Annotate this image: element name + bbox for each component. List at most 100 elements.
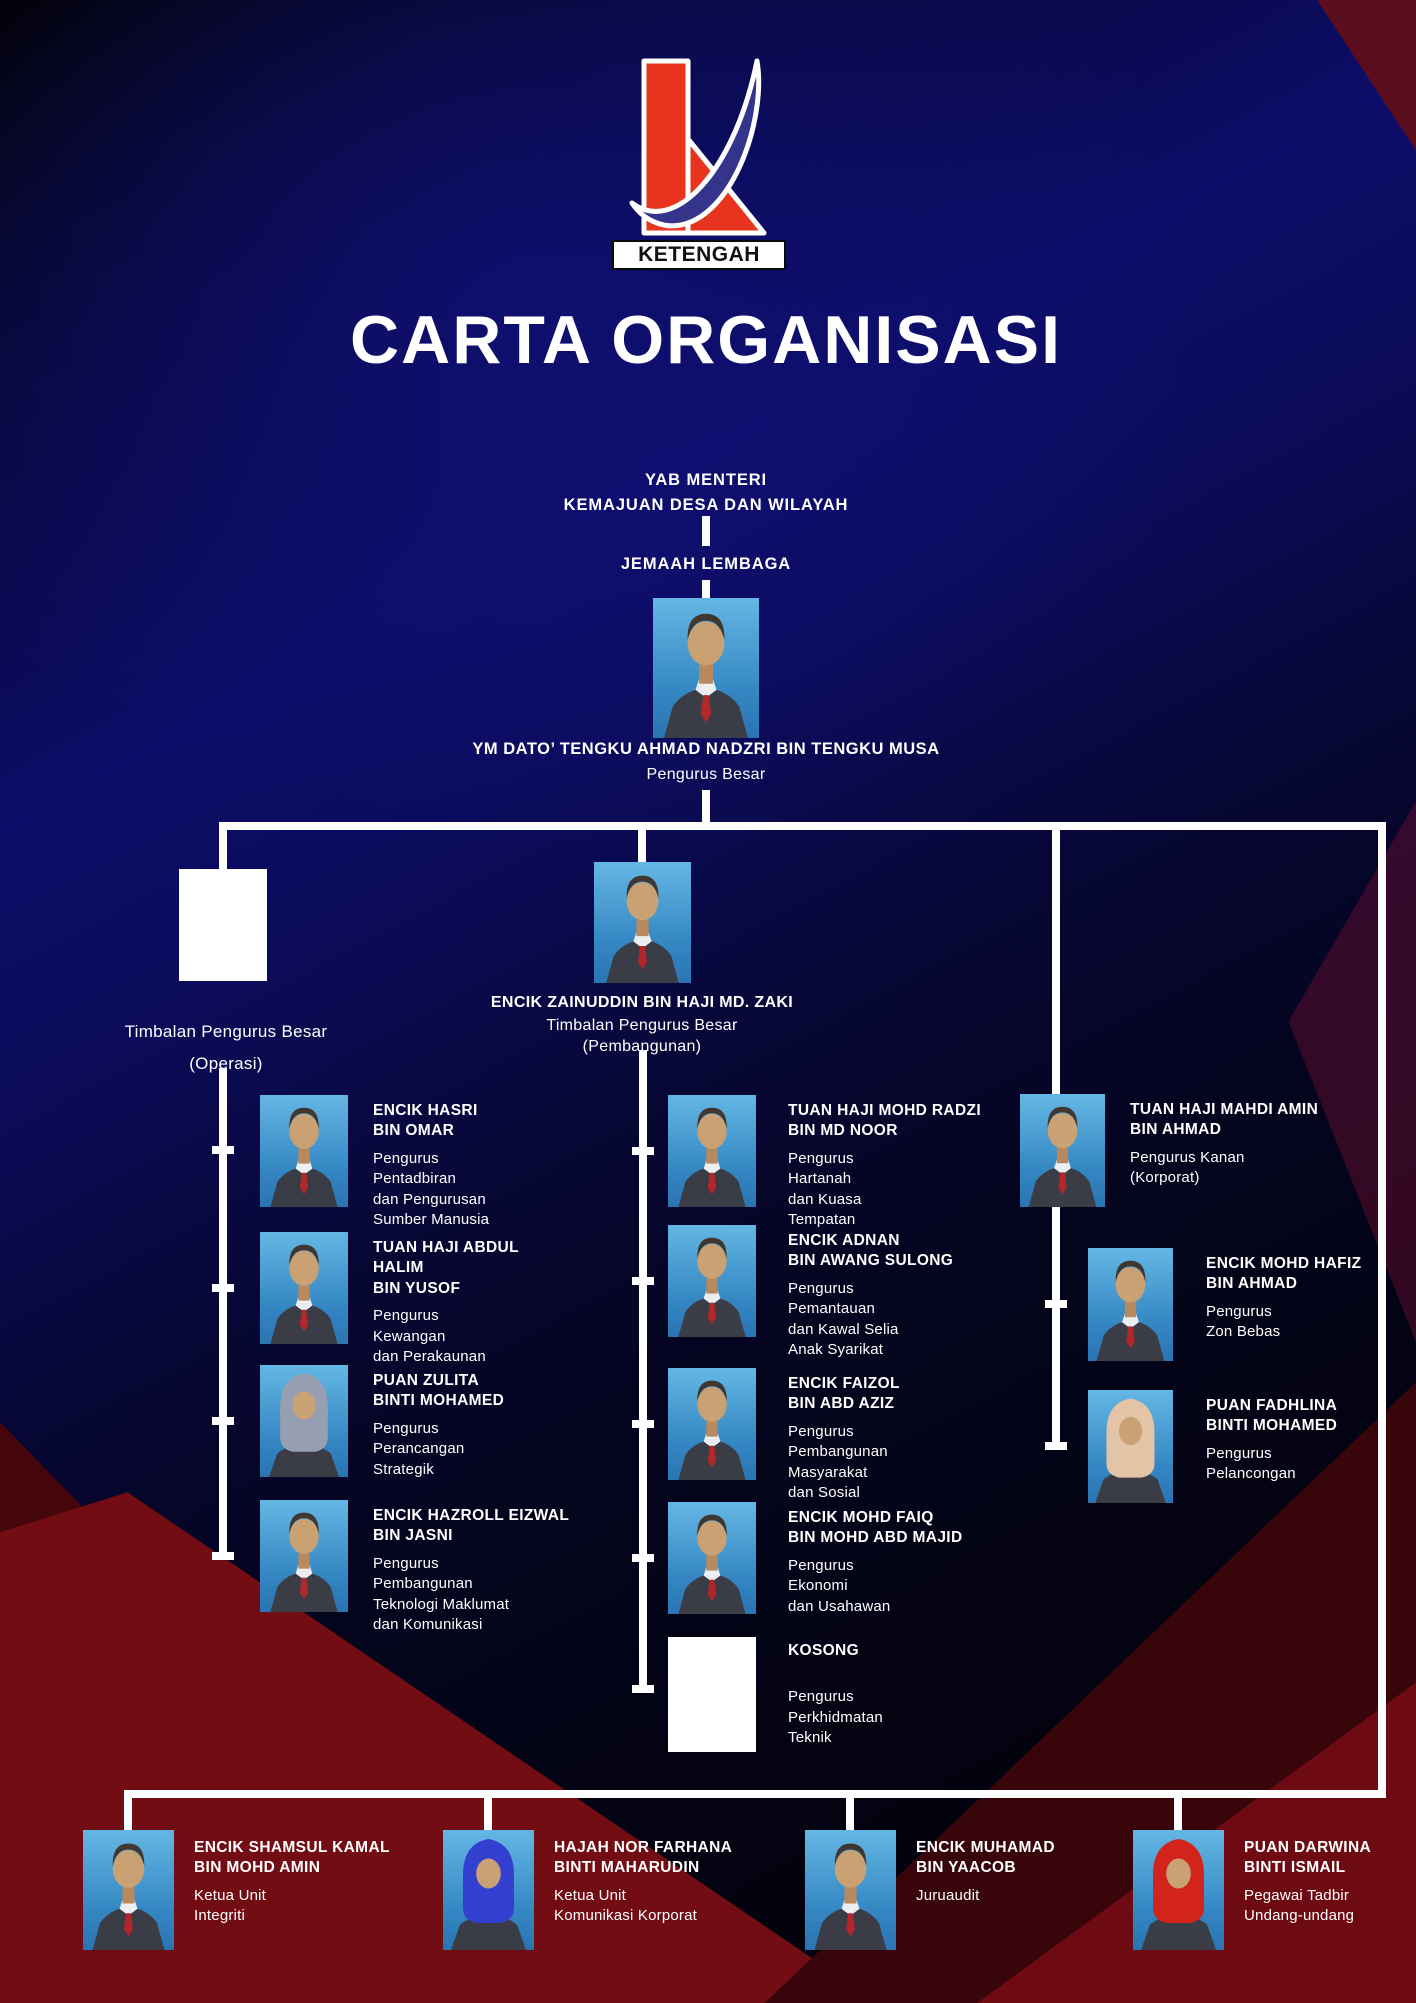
member-role: Pengurus Pembangunan Teknologi Maklumat …	[373, 1554, 510, 1634]
member-role: Pengurus Pelancongan	[1206, 1444, 1296, 1483]
member-card: ENCIK MOHD FAIQ BIN MOHD ABD MAJID Pengu…	[788, 1508, 988, 1617]
member-photo	[805, 1830, 896, 1950]
connector-line	[702, 516, 710, 546]
dgm-pembangunan-role: Timbalan Pengurus Besar (Pembangunan)	[546, 1017, 738, 1056]
member-photo	[260, 1500, 348, 1612]
pembangunan-spine-line	[639, 1050, 647, 1693]
connector-line	[1378, 822, 1386, 1798]
connector-tick	[632, 1554, 654, 1562]
member-role: Pegawai Tadbir Undang-undang	[1244, 1886, 1355, 1925]
dgm-operasi-role: Timbalan Pengurus Besar (Operasi)	[124, 1022, 328, 1074]
korporat-head-photo	[1020, 1094, 1105, 1207]
connector-line	[638, 822, 646, 862]
connector-tick	[212, 1417, 234, 1425]
member-role: Pengurus Kanan (Korporat)	[1130, 1148, 1245, 1187]
member-card: ENCIK HAZROLL EIZWAL BIN JASNI Pengurus …	[373, 1506, 573, 1635]
member-name: ENCIK ADNAN BIN AWANG SULONG	[788, 1232, 954, 1270]
connector-tick	[1045, 1300, 1067, 1308]
connector-tick	[632, 1420, 654, 1428]
member-photo	[668, 1368, 756, 1480]
connector-tick	[632, 1277, 654, 1285]
minister-label: YAB MENTERI KEMAJUAN DESA DAN WILAYAH	[563, 471, 849, 514]
member-role: Ketua Unit Integriti	[194, 1886, 267, 1925]
member-card: ENCIK FAIZOL BIN ABD AZIZ Pengurus Pemba…	[788, 1374, 988, 1503]
branch-horizontal-line	[219, 822, 1386, 830]
dgm-pembangunan-photo	[594, 862, 691, 983]
member-role: Juruaudit	[916, 1886, 980, 1904]
member-name: KOSONG	[788, 1642, 859, 1659]
member-photo	[1088, 1390, 1173, 1503]
member-card: ENCIK ADNAN BIN AWANG SULONG Pengurus Pe…	[788, 1231, 988, 1360]
connector-tick	[212, 1552, 234, 1560]
member-role: Pengurus Perkhidmatan Teknik	[788, 1688, 883, 1747]
member-photo	[668, 1225, 756, 1337]
units-horizontal-line	[124, 1790, 1386, 1798]
member-name: ENCIK MUHAMAD BIN YAACOB	[916, 1839, 1055, 1877]
operasi-spine-line	[219, 1068, 227, 1560]
connector-tick	[1045, 1442, 1067, 1450]
connector-line	[702, 790, 710, 824]
member-card: ENCIK SHAMSUL KAMAL BIN MOHD AMIN Ketua …	[194, 1838, 424, 1927]
member-photo	[1133, 1830, 1224, 1950]
gm-card: YM DATO’ TENGKU AHMAD NADZRI BIN TENGKU …	[356, 740, 1056, 785]
connector-line	[702, 580, 710, 598]
dgm-pembangunan-name: ENCIK ZAINUDDIN BIN HAJI MD. ZAKI	[490, 994, 794, 1011]
member-photo	[260, 1095, 348, 1207]
gm-role: Pengurus Besar	[646, 766, 766, 783]
member-name: PUAN DARWINA BINTI ISMAIL	[1244, 1839, 1372, 1877]
member-name: ENCIK HAZROLL EIZWAL BIN JASNI	[373, 1507, 570, 1545]
connector-tick	[212, 1146, 234, 1154]
gm-photo	[653, 598, 759, 738]
member-card: ENCIK MOHD HAFIZ BIN AHMAD Pengurus Zon …	[1206, 1254, 1386, 1343]
connector-line	[484, 1790, 492, 1830]
member-role: Pengurus Perancangan Strategik	[373, 1419, 465, 1478]
member-role: Pengurus Hartanah dan Kuasa Tempatan	[788, 1149, 862, 1229]
member-photo	[1088, 1248, 1173, 1361]
member-card: ENCIK MUHAMAD BIN YAACOB Juruaudit	[916, 1838, 1136, 1906]
member-role: Ketua Unit Komunikasi Korporat	[554, 1886, 698, 1925]
member-card: TUAN HAJI ABDUL HALIM BIN YUSOF Pengurus…	[373, 1238, 573, 1368]
connector-line	[846, 1790, 854, 1830]
member-name: PUAN FADHLINA BINTI MOHAMED	[1206, 1397, 1338, 1435]
member-name: TUAN HAJI ABDUL HALIM BIN YUSOF	[373, 1239, 519, 1297]
member-name: ENCIK MOHD FAIQ BIN MOHD ABD MAJID	[788, 1509, 963, 1547]
connector-tick	[632, 1147, 654, 1155]
member-name: TUAN HAJI MAHDI AMIN BIN AHMAD	[1130, 1101, 1319, 1139]
member-role: Pengurus Pemantauan dan Kawal Selia Anak…	[788, 1279, 899, 1359]
korporat-head-card: TUAN HAJI MAHDI AMIN BIN AHMAD Pengurus …	[1130, 1100, 1370, 1189]
member-name: ENCIK FAIZOL BIN ABD AZIZ	[788, 1375, 900, 1413]
ketengah-logo-icon	[629, 58, 767, 236]
connector-tick	[632, 1685, 654, 1693]
member-role: Pengurus Ekonomi dan Usahawan	[788, 1556, 891, 1615]
connector-line	[219, 822, 227, 869]
member-name: ENCIK HASRI BIN OMAR	[373, 1102, 478, 1140]
board-label: JEMAAH LEMBAGA	[620, 555, 792, 573]
member-name: ENCIK MOHD HAFIZ BIN AHMAD	[1206, 1255, 1362, 1293]
dgm-pembangunan-card: ENCIK ZAINUDDIN BIN HAJI MD. ZAKI Timbal…	[462, 992, 822, 1057]
member-name: ENCIK SHAMSUL KAMAL BIN MOHD AMIN	[194, 1839, 390, 1877]
member-role: Pengurus Zon Bebas	[1206, 1302, 1281, 1341]
connector-tick	[212, 1284, 234, 1292]
member-card: PUAN DARWINA BINTI ISMAIL Pegawai Tadbir…	[1244, 1838, 1414, 1927]
member-name: HAJAH NOR FARHANA BINTI MAHARUDIN	[554, 1839, 733, 1877]
member-name: PUAN ZULITA BINTI MOHAMED	[373, 1372, 505, 1410]
member-name: TUAN HAJI MOHD RADZI BIN MD NOOR	[788, 1102, 981, 1140]
connector-line	[124, 1790, 132, 1830]
member-photo	[668, 1095, 756, 1207]
member-role: Pengurus Pentadbiran dan Pengurusan Sumb…	[373, 1149, 490, 1229]
dgm-operasi-vacant-photo	[179, 869, 267, 981]
member-card: ENCIK HASRI BIN OMAR Pengurus Pentadbira…	[373, 1101, 573, 1230]
member-card: KOSONG Pengurus Perkhidmatan Teknik	[788, 1641, 988, 1749]
member-photo	[443, 1830, 534, 1950]
member-role: Pengurus Kewangan dan Perakaunan	[373, 1307, 486, 1366]
connector-line	[1174, 1790, 1182, 1830]
member-photo	[260, 1365, 348, 1477]
ketengah-logo-wordmark: KETENGAH	[612, 240, 786, 270]
member-photo	[83, 1830, 174, 1950]
member-card: TUAN HAJI MOHD RADZI BIN MD NOOR Penguru…	[788, 1101, 988, 1230]
member-role: Pengurus Pembangunan Masyarakat dan Sosi…	[788, 1422, 888, 1502]
member-card: PUAN FADHLINA BINTI MOHAMED Pengurus Pel…	[1206, 1396, 1386, 1485]
member-photo	[668, 1502, 756, 1614]
member-photo	[260, 1232, 348, 1344]
